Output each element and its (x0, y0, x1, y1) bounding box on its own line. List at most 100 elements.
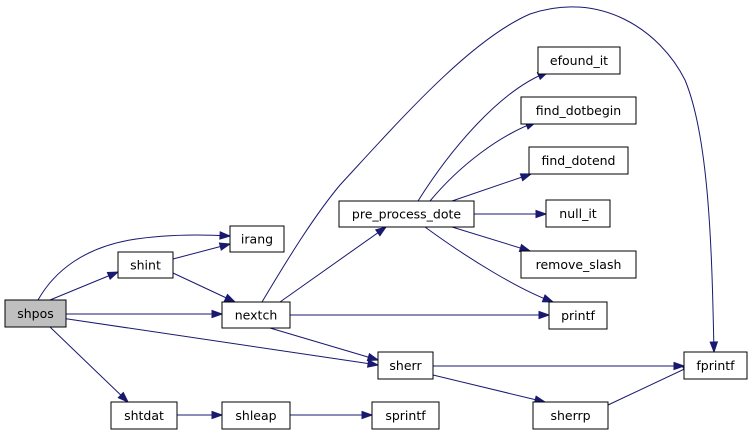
node-label: fprintf (696, 358, 735, 373)
edge-line (172, 272, 236, 303)
edge-shint-to-irang (172, 242, 232, 260)
node-remove_slash[interactable]: remove_slash (520, 250, 637, 279)
node-shpos[interactable]: shpos (4, 299, 67, 328)
node-box (537, 46, 621, 75)
node-label: shint (130, 258, 161, 273)
edge-pre_process_dote-to-efound_it (417, 71, 550, 202)
edge-pre_process_dote-to-remove_slash (451, 226, 532, 253)
edge-nextch-to-sherr (269, 327, 380, 362)
node-null_it[interactable]: null_it (545, 199, 611, 228)
nodes-layer: shpos irang shint nextch sherr shtdat shleap sp… (4, 46, 748, 430)
node-box (532, 401, 609, 430)
node-find_dotbegin[interactable]: find_dotbegin (520, 96, 637, 125)
edge-pre_process_dote-to-null_it (474, 209, 548, 219)
node-box (338, 200, 475, 228)
node-box (221, 401, 291, 430)
arrowhead (541, 294, 555, 303)
edge-shleap-to-sprintf (290, 410, 374, 420)
node-label: shpos (17, 306, 54, 321)
node-shtdat[interactable]: shtdat (110, 401, 178, 430)
edge-line (429, 121, 537, 202)
node-efound_it[interactable]: efound_it (537, 46, 621, 75)
edge-line (269, 327, 379, 361)
edge-pre_process_dote-to-find_dotend (451, 173, 533, 202)
edge-pre_process_dote-to-printf (424, 226, 555, 303)
node-box (545, 199, 611, 228)
arrowhead (374, 226, 388, 237)
node-label: pre_process_dote (352, 207, 462, 222)
edge-shtdat-to-shleap (177, 410, 224, 420)
node-pre_process_dote[interactable]: pre_process_dote (338, 200, 475, 228)
node-box (377, 351, 434, 380)
node-box (683, 351, 748, 380)
arrowhead (211, 410, 224, 420)
arrowhead (538, 310, 551, 320)
node-sherrp[interactable]: sherrp (532, 401, 609, 430)
node-fprintf[interactable]: fprintf (683, 351, 748, 380)
arrowhead (366, 352, 380, 362)
node-box (548, 301, 608, 330)
node-label: efound_it (550, 53, 608, 68)
node-box (221, 301, 291, 329)
edge-shpos-to-nextch (61, 309, 224, 319)
arrowhead (361, 410, 374, 420)
edge-nextch-to-fprintf (261, 6, 719, 354)
node-find_dotend[interactable]: find_dotend (528, 146, 629, 175)
arrowhead (673, 361, 686, 371)
node-box (528, 146, 629, 175)
edge-pre_process_dote-to-find_dotbegin (429, 121, 538, 202)
node-printf[interactable]: printf (548, 301, 608, 330)
node-label: shtdat (124, 408, 164, 423)
edge-nextch-to-printf (290, 310, 551, 320)
edge-line (424, 226, 554, 303)
arrowhead (211, 309, 224, 319)
node-box (110, 401, 178, 430)
node-label: find_dotend (541, 153, 615, 168)
edge-shint-to-nextch (172, 272, 237, 303)
node-nextch[interactable]: nextch (221, 301, 291, 329)
node-box (371, 401, 440, 430)
edge-shpos-to-shint (49, 271, 120, 301)
edge-line (451, 173, 532, 202)
edge-sherrp-to-fprintf (607, 364, 695, 406)
arrowhead (219, 231, 232, 240)
node-box (229, 225, 285, 253)
arrowhead (106, 271, 120, 280)
node-sherr[interactable]: sherr (377, 351, 434, 380)
edge-shpos-to-shtdat (49, 326, 130, 404)
node-shint[interactable]: shint (117, 251, 174, 279)
edge-line (279, 226, 387, 303)
arrowhead (223, 293, 237, 303)
node-label: printf (561, 308, 595, 323)
arrowhead (218, 242, 232, 251)
edge-line (37, 234, 231, 301)
node-label: null_it (559, 206, 597, 221)
arrowhead (535, 209, 548, 219)
node-shleap[interactable]: shleap (221, 401, 291, 430)
node-label: remove_slash (536, 257, 622, 272)
node-box (520, 96, 637, 125)
arrowhead (117, 391, 130, 404)
node-label: find_dotbegin (536, 103, 621, 118)
edge-shpos-to-irang (37, 231, 232, 301)
node-box (4, 299, 67, 328)
edge-line (432, 374, 546, 403)
node-irang[interactable]: irang (229, 225, 285, 253)
edge-line (49, 271, 119, 301)
arrowhead (709, 341, 719, 354)
edge-line (261, 6, 715, 353)
node-label: shleap (235, 408, 276, 423)
node-label: irang (241, 232, 273, 247)
arrowhead (366, 359, 380, 368)
edge-line (49, 326, 129, 403)
node-box (520, 250, 637, 279)
edges-layer (37, 6, 719, 420)
edge-line (60, 317, 379, 366)
edge-nextch-to-pre_process_dote (279, 226, 388, 303)
node-label: sherr (389, 358, 422, 373)
arrowhead (518, 243, 532, 253)
node-sprintf[interactable]: sprintf (371, 401, 440, 430)
edge-sherr-to-sherrp (432, 374, 547, 404)
node-box (117, 251, 174, 279)
